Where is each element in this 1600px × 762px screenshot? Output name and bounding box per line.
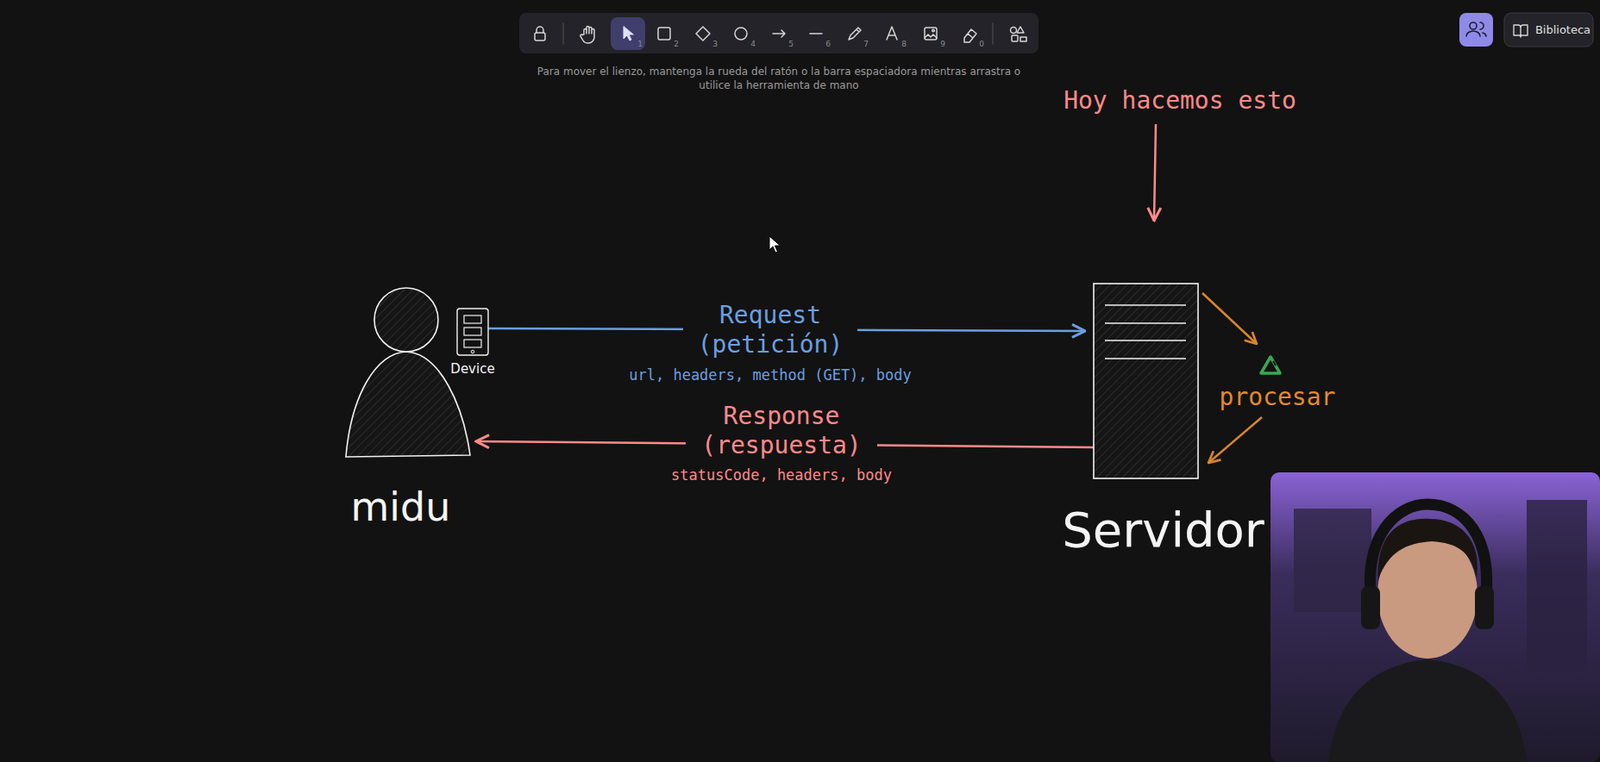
shortcut-number: 9 — [940, 39, 946, 50]
phone-body — [457, 308, 489, 356]
toolbar-part — [964, 29, 977, 43]
server-slot — [1104, 304, 1186, 306]
server-slot — [1104, 357, 1186, 359]
toolbar-part — [809, 32, 822, 35]
mouse-cursor-part — [769, 236, 781, 253]
process-loop — [1202, 293, 1280, 464]
shortcut-number: 1 — [637, 39, 643, 50]
canvas-hint: Para mover el lienzo, mantenga la rueda … — [520, 64, 1038, 93]
process-loop-part — [1208, 417, 1262, 464]
webcam-overlay-part — [1378, 519, 1478, 580]
request-fields: url, headers, method (GET), body — [628, 366, 912, 384]
webcam-overlay — [1270, 472, 1600, 762]
today-note: Hoy hacemos esto — [1063, 86, 1297, 116]
collab-button — [1459, 12, 1494, 47]
server-box: Servidor — [1093, 283, 1199, 479]
toolbar-part — [534, 32, 546, 41]
library-button — [1504, 12, 1594, 47]
server-slot — [1104, 322, 1186, 324]
toolbar — [519, 12, 1039, 54]
server-slot — [1104, 339, 1186, 341]
response-fields: statusCode, headers, body — [671, 466, 892, 484]
process-label: procesar — [1219, 382, 1337, 413]
toolbar-part — [1016, 26, 1024, 33]
node-title: midu — [351, 483, 452, 532]
toolbar-part — [562, 23, 565, 44]
person-head — [374, 288, 439, 352]
shortcut-number: 5 — [788, 39, 794, 50]
shortcut-number: 8 — [901, 39, 907, 50]
webcam-overlay-part — [1474, 586, 1494, 630]
device-icon-shape — [456, 307, 490, 357]
library-button-part — [1504, 12, 1594, 47]
library-button-part — [1513, 25, 1528, 38]
shortcut-number: 0 — [978, 39, 985, 50]
toolbar-part — [536, 26, 544, 33]
connector-label: Request (petición) — [683, 301, 858, 360]
toolbar-part — [610, 17, 646, 51]
toolbar-part — [623, 26, 634, 41]
webcam-overlay-part — [1369, 504, 1487, 604]
today-pointer-part — [1154, 124, 1156, 221]
process-loop-part — [1261, 357, 1280, 374]
mouse-cursor — [769, 236, 781, 253]
toolbar-part — [519, 12, 1039, 54]
toolbar-part — [772, 30, 785, 38]
process-loop-part — [1202, 293, 1257, 345]
toolbar-part — [696, 26, 710, 41]
toolbar-part — [924, 27, 937, 40]
toolbar-part — [658, 27, 671, 40]
toolbar-part — [991, 23, 994, 44]
webcam-overlay-part — [1270, 472, 1600, 762]
toolbar-part — [886, 26, 898, 40]
device-icon: Device — [456, 307, 490, 357]
collab-button-part — [1469, 22, 1477, 30]
shortcut-number: 4 — [750, 39, 756, 50]
node-title: Servidor — [1061, 501, 1265, 559]
collab-button-part — [1459, 12, 1494, 47]
toolbar-part — [924, 34, 937, 38]
phone-screen-block — [464, 339, 482, 348]
toolbar-part — [848, 27, 861, 40]
connector-label: Response (respuesta) — [685, 401, 878, 461]
library-label: Biblioteca — [1535, 23, 1591, 38]
shortcut-number: 3 — [712, 39, 718, 50]
shortcut-number: 7 — [863, 39, 869, 50]
toolbar-part — [734, 27, 747, 40]
toolbar-part — [1020, 37, 1027, 42]
shortcut-number: 6 — [825, 39, 831, 50]
phone-button — [470, 350, 475, 354]
phone-screen-block — [464, 327, 482, 336]
webcam-overlay-part — [1293, 508, 1372, 613]
process-loop-part — [1265, 361, 1276, 371]
server-case — [1093, 283, 1199, 479]
webcam-overlay-part — [1526, 500, 1588, 673]
toolbar-part — [1011, 35, 1018, 42]
toolbar-part — [580, 26, 595, 44]
server-box-shape — [1093, 283, 1199, 479]
toolbar-part — [932, 29, 935, 32]
node-title: Device — [450, 361, 495, 377]
phone-screen-block — [464, 315, 482, 324]
toolbar-part — [1010, 27, 1017, 34]
webcam-overlay-part — [1361, 586, 1381, 630]
shortcut-number: 2 — [673, 39, 679, 50]
webcam-overlay-part — [1328, 659, 1527, 762]
today-pointer — [1154, 124, 1156, 221]
collab-button-part — [1466, 22, 1487, 37]
